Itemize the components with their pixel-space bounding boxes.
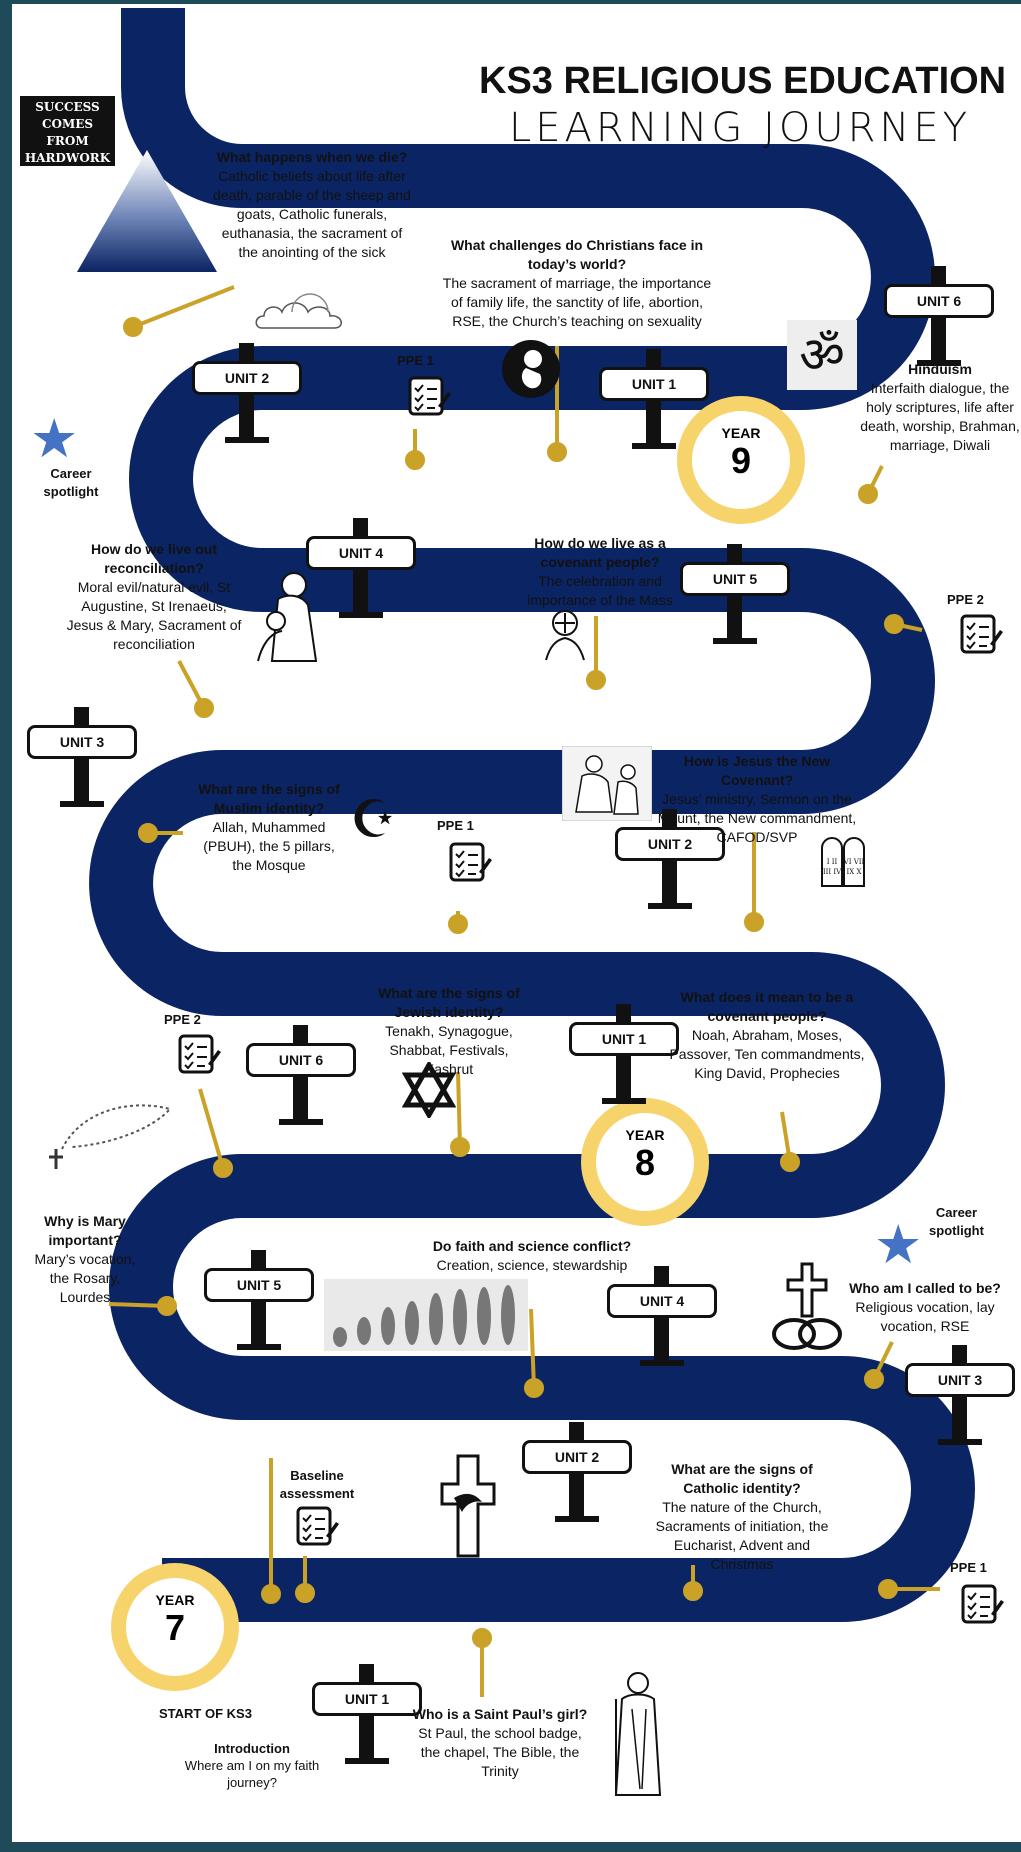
topic-jewish-identity: What are the signs of Jewish identity?Te… xyxy=(378,985,520,1077)
topic-new-covenant: How is Jesus the New Covenant?Jesus’ min… xyxy=(657,753,857,845)
topic-after-death: What happens when we die?Catholic belief… xyxy=(213,149,411,260)
om-icon: ॐ xyxy=(787,320,857,390)
career-star-icon: ★ xyxy=(874,1215,923,1275)
signpost-y9-unit2: UNIT 2 xyxy=(192,343,302,443)
svg-text:VI VII: VI VII xyxy=(843,858,865,866)
praying-hands-icon xyxy=(545,610,585,661)
career-star-icon: ★ xyxy=(30,409,79,469)
signpost-y8-unit2: UNIT 2 xyxy=(615,809,725,909)
saint-paul-icon xyxy=(614,1672,662,1796)
year-number: 9 xyxy=(730,440,752,481)
topic-mary: Why is Mary important?Mary’s vocation, t… xyxy=(34,1213,136,1305)
journey-road xyxy=(77,8,975,1697)
year-number: 8 xyxy=(634,1142,656,1183)
signpost-y8-unit5: UNIT 5 xyxy=(680,544,790,644)
topic-covenant-live: How do we live as a covenant people?The … xyxy=(527,535,673,608)
ppe1-y8-label: PPE 1 xyxy=(437,818,474,833)
checklist-icon xyxy=(408,376,451,416)
crescent-star-icon: ☪ xyxy=(350,791,397,849)
topic-covenant-people: What does it mean to be a covenant peopl… xyxy=(669,989,865,1081)
topic-catholic-identity: What are the signs of Catholic identity?… xyxy=(655,1461,829,1572)
star-of-david-icon xyxy=(402,1062,456,1118)
fetus-icon xyxy=(502,340,560,398)
signpost-y8-unit1: UNIT 1 xyxy=(569,1004,679,1104)
signpost-y8-unit4: UNIT 4 xyxy=(306,518,416,618)
cloud-icon xyxy=(255,293,342,329)
year-label: YEAR xyxy=(155,1592,195,1608)
cross-dove-icon xyxy=(440,1454,496,1558)
topic-reconciliation: How do we live out reconciliation?Moral … xyxy=(66,541,242,652)
start-label: START OF KS3 xyxy=(159,1706,252,1721)
ppe1-y9-label: PPE 1 xyxy=(397,353,434,368)
baseline-label: Baseline assessment xyxy=(279,1468,355,1501)
signpost-y7-unit3: UNIT 3 xyxy=(905,1345,1015,1445)
checklist-icon xyxy=(178,1034,221,1074)
svg-text:I II: I II xyxy=(827,858,838,866)
career-spotlight-label: Career spotlight xyxy=(43,466,99,499)
ppe2-y8-label: PPE 2 xyxy=(164,1012,201,1027)
year-number: 7 xyxy=(164,1607,186,1648)
checklist-icon xyxy=(960,614,1003,654)
rosary-icon xyxy=(49,1104,172,1169)
signpost-y7-unit2: UNIT 2 xyxy=(522,1422,632,1522)
topic-muslim-identity: What are the signs of Muslim identity?Al… xyxy=(198,781,340,873)
signpost-y7-unit1: UNIT 1 xyxy=(312,1664,422,1764)
topic-christian-challenges: What challenges do Christians face in to… xyxy=(442,237,712,329)
checklist-icon xyxy=(961,1584,1004,1624)
madonna-icon xyxy=(257,572,318,662)
signpost-y9-unit1: UNIT 1 xyxy=(599,349,709,449)
year-label: YEAR xyxy=(721,425,761,441)
year-label: YEAR xyxy=(625,1127,665,1143)
checklist-icon xyxy=(296,1506,339,1546)
signpost-y7-unit6: UNIT 6 xyxy=(246,1025,356,1125)
jesus-washing-icon xyxy=(562,746,652,821)
topic-faith-and-science: Do faith and science conflict?Creation, … xyxy=(432,1238,632,1273)
page-subtitle: LEARNING JOURNEY xyxy=(509,105,972,151)
page-title: KS3 RELIGIOUS EDUCATION xyxy=(479,60,1007,102)
learning-journey-poster: KS3 RELIGIOUS EDUCATION LEARNING JOURNEY… xyxy=(12,4,1021,1842)
ppe2-y9-label: PPE 2 xyxy=(947,592,984,607)
up-arrow xyxy=(77,150,217,272)
rings-cross-icon xyxy=(772,1262,842,1350)
topic-st-pauls-girl: Who is a Saint Paul’s girl?St Paul, the … xyxy=(412,1706,588,1779)
signpost-y7-unit4: UNIT 4 xyxy=(607,1266,717,1366)
checklist-icon xyxy=(449,842,492,882)
ppe1-y7-label: PPE 1 xyxy=(950,1560,987,1575)
signpost-y8-unit6: UNIT 6 xyxy=(884,266,994,366)
signpost-y7-unit5: UNIT 5 xyxy=(204,1250,314,1350)
signpost-y8-unit3: UNIT 3 xyxy=(27,707,137,807)
motto-badge: SUCCESS COMES FROM HARDWORK xyxy=(20,96,115,166)
evolution-icon xyxy=(324,1279,528,1351)
career-spotlight-label: Career spotlight xyxy=(929,1205,984,1238)
svg-text:IX X: IX X xyxy=(847,868,862,876)
svg-text:III IV: III IV xyxy=(823,868,842,876)
topic-who-am-i-called: Who am I called to be?Religious vocation… xyxy=(849,1280,1001,1334)
